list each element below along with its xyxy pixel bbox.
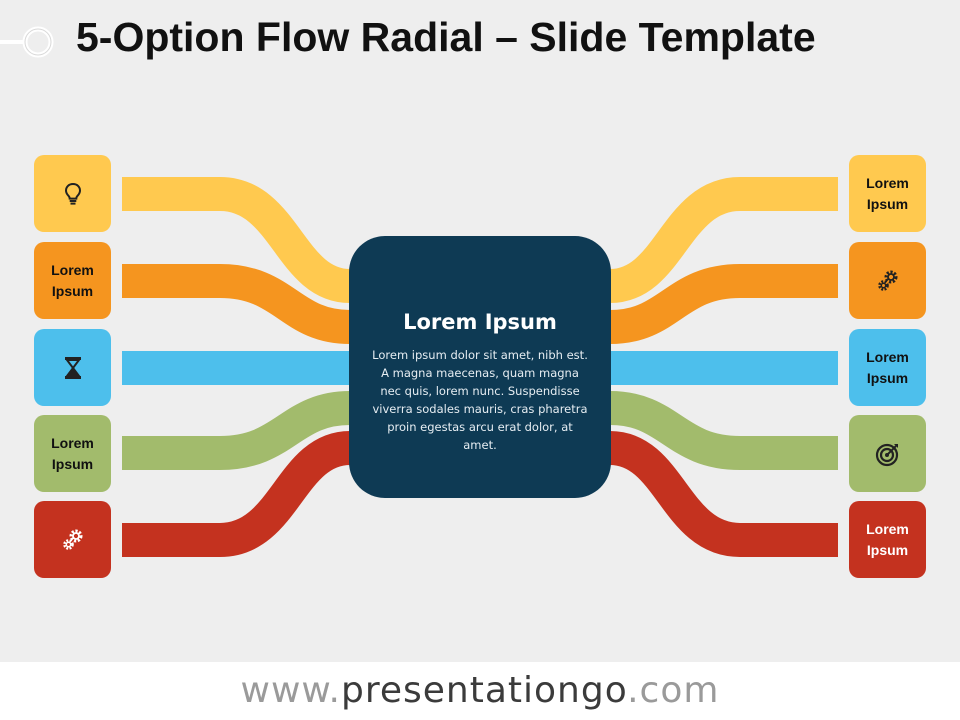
flow-left-green bbox=[122, 391, 351, 470]
gears-icon bbox=[877, 270, 897, 291]
right-tile-5: Lorem Ipsum bbox=[849, 501, 926, 578]
slide-canvas: 5-Option Flow Radial – Slide Template Lo… bbox=[0, 0, 960, 662]
left-tile-5 bbox=[34, 501, 111, 578]
presentationgo-logo-icon bbox=[0, 26, 54, 58]
flow-right-orange bbox=[609, 264, 838, 344]
footer-url[interactable]: www.presentationgo.com bbox=[241, 670, 720, 711]
lightbulb-icon bbox=[64, 182, 81, 205]
flow-right-green bbox=[609, 391, 838, 470]
title-bar: 5-Option Flow Radial – Slide Template bbox=[0, 0, 960, 86]
right-tile-1: Lorem Ipsum bbox=[849, 155, 926, 232]
slide-title: 5-Option Flow Radial – Slide Template bbox=[76, 14, 816, 60]
flow-left-red bbox=[122, 431, 352, 557]
right-tile-4 bbox=[849, 415, 926, 492]
flow-connectors bbox=[122, 177, 838, 557]
right-tile-5-label: Lorem Ipsum bbox=[866, 520, 909, 558]
flow-right-red bbox=[608, 431, 838, 557]
flow-right-yellow bbox=[608, 177, 838, 303]
footer: www.presentationgo.com bbox=[0, 662, 960, 720]
hourglass-icon bbox=[64, 356, 81, 379]
flow-left-yellow bbox=[122, 177, 352, 303]
footer-url-prefix: www. bbox=[240, 670, 341, 711]
target-icon bbox=[875, 443, 898, 466]
left-tile-1 bbox=[34, 155, 111, 232]
left-tile-2: Lorem Ipsum bbox=[34, 242, 111, 319]
left-tile-3 bbox=[34, 329, 111, 406]
left-tile-4: Lorem Ipsum bbox=[34, 415, 111, 492]
left-tile-4-label: Lorem Ipsum bbox=[51, 434, 94, 472]
left-tile-2-label: Lorem Ipsum bbox=[51, 261, 94, 299]
right-tile-3: Lorem Ipsum bbox=[849, 329, 926, 406]
flow-left-orange bbox=[122, 264, 351, 344]
right-tile-2 bbox=[849, 242, 926, 319]
footer-url-domain: presentationgo bbox=[341, 670, 628, 711]
right-tile-3-label: Lorem Ipsum bbox=[866, 348, 909, 386]
right-tile-1-label: Lorem Ipsum bbox=[866, 174, 909, 212]
footer-url-suffix: .com bbox=[627, 670, 720, 711]
gears-icon bbox=[62, 529, 82, 550]
center-title: Lorem Ipsum bbox=[403, 310, 557, 334]
center-box: Lorem Ipsum Lorem ipsum dolor sit amet, … bbox=[349, 236, 611, 498]
center-body-text: Lorem ipsum dolor sit amet, nibh est. A … bbox=[372, 348, 588, 452]
